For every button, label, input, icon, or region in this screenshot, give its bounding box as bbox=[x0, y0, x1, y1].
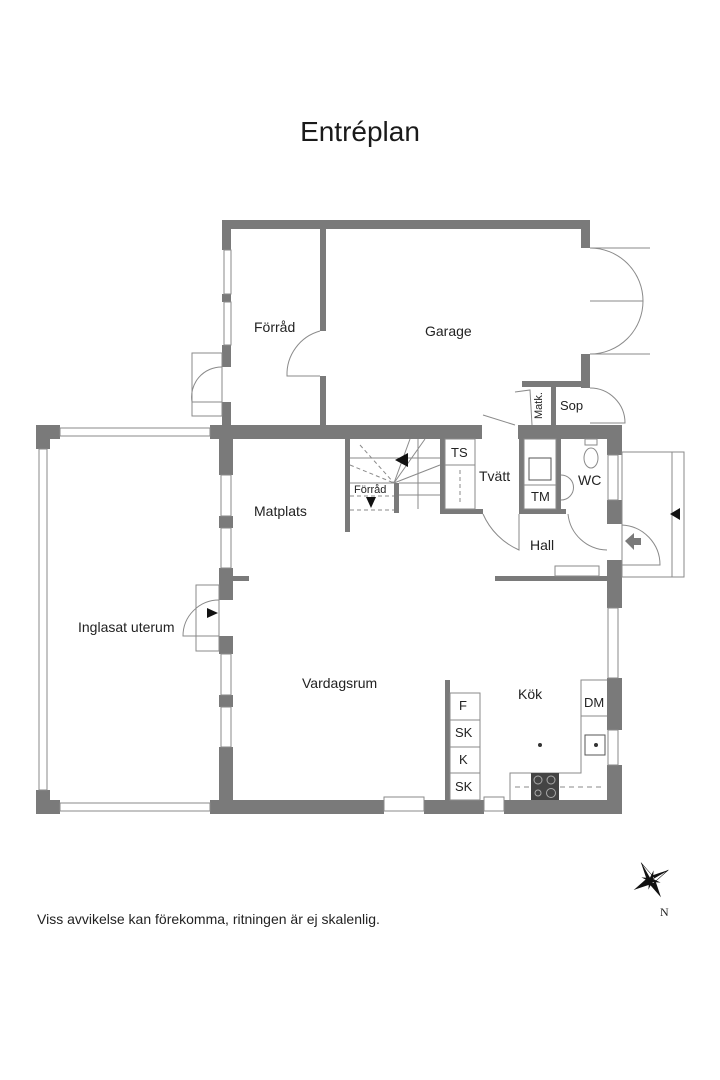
room-label-hall: Hall bbox=[530, 537, 555, 553]
windows bbox=[38, 249, 619, 812]
room-label-forrad-stair: Förråd bbox=[354, 484, 387, 496]
kitchen-unit-sk: SK bbox=[455, 725, 473, 740]
appliances bbox=[531, 734, 606, 800]
room-label-wc: WC bbox=[578, 472, 602, 488]
room-label-matplats: Matplats bbox=[254, 503, 307, 519]
kitchen-unit-sk: SK bbox=[455, 779, 473, 794]
room-label-ts: TS bbox=[451, 445, 468, 460]
compass-north-label: N bbox=[660, 905, 669, 919]
room-label-garage: Garage bbox=[425, 323, 472, 339]
appliance-label-dm: DM bbox=[584, 695, 605, 710]
room-label-vardagsrum: Vardagsrum bbox=[302, 675, 378, 691]
kitchen-unit-k: K bbox=[459, 752, 468, 767]
room-label-tm: TM bbox=[531, 489, 550, 504]
disclaimer-note: Viss avvikelse kan förekomma, ritningen … bbox=[37, 911, 380, 927]
compass-rose-icon bbox=[633, 862, 669, 898]
page-title: Entréplan bbox=[300, 116, 420, 147]
room-label-tvatt: Tvätt bbox=[479, 468, 511, 484]
room-label-inglasat-uterum: Inglasat uterum bbox=[78, 619, 175, 635]
room-label-matk: Matk. bbox=[533, 392, 545, 419]
room-label-kok: Kök bbox=[518, 686, 543, 702]
arrows bbox=[207, 453, 680, 618]
walls bbox=[36, 220, 622, 814]
kitchen-unit-f: F bbox=[459, 698, 467, 713]
room-label-sop: Sop bbox=[560, 398, 584, 413]
room-label-forrad: Förråd bbox=[254, 319, 296, 335]
